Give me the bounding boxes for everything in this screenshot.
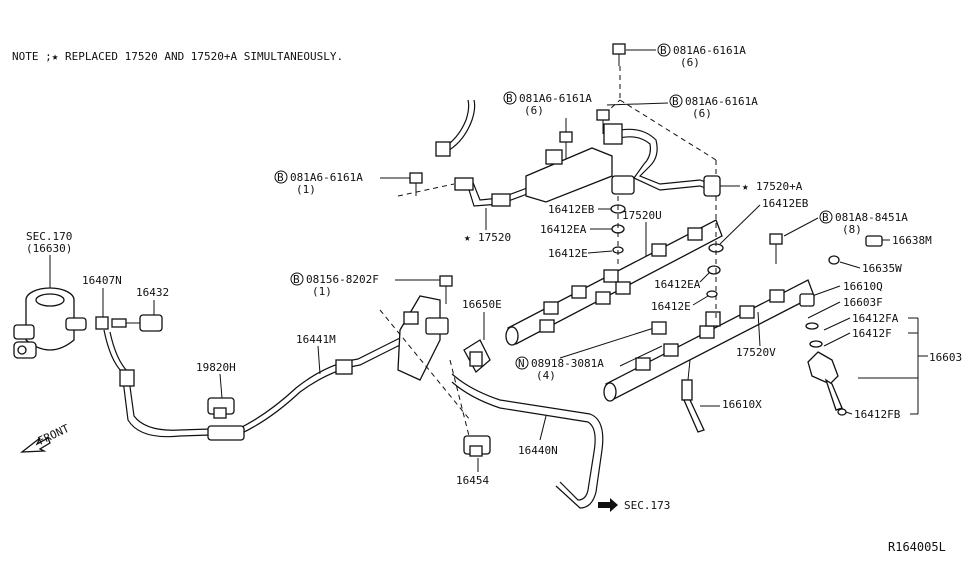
label-16454: 16454 [456, 474, 489, 487]
fuel-pump [13, 287, 87, 359]
bolt-left [409, 172, 423, 196]
diagram-id: R164005L [888, 540, 946, 554]
front-label: FRONT [36, 422, 72, 448]
label-16432: 16432 [136, 286, 169, 299]
star-17520A-icon: ★ [742, 180, 749, 193]
nut-3081A [651, 321, 667, 335]
circle-b-midleft: B [506, 92, 513, 105]
label-16412FB: 16412FB [854, 408, 901, 421]
label-16638M: 16638M [892, 234, 932, 247]
seal-16412E-2 [706, 290, 718, 298]
label-16412FA: 16412FA [852, 312, 899, 325]
label-16412E-2: 16412E [651, 300, 691, 313]
hose-16441M [103, 329, 411, 438]
label-sec170-sub: (16630) [26, 242, 72, 255]
fuel-rail-17520U [505, 219, 723, 346]
connector-16638M [865, 235, 883, 247]
label-16610Q: 16610Q [843, 280, 883, 293]
sec173-arrow-icon [598, 498, 618, 512]
bolt-8451A [769, 233, 783, 264]
circle-b-8451: B [822, 211, 829, 224]
rail-connector [525, 147, 635, 203]
label-17520: 17520 [478, 231, 511, 244]
label-081A6-left-qty: (1) [296, 183, 316, 196]
pipe-17520-fittings [435, 141, 511, 207]
star-17520-icon: ★ [464, 231, 471, 244]
label-19820H: 19820H [196, 361, 236, 374]
circle-b-midright: B [672, 95, 679, 108]
pipe-16440N [451, 373, 604, 509]
bracket [397, 295, 449, 381]
label-16440N: 16440N [518, 444, 558, 457]
label-16407N: 16407N [82, 274, 122, 287]
label-08918-3081A: 08918-3081A [531, 357, 604, 370]
bolt-midright [596, 109, 610, 134]
circle-b-top: B [660, 44, 667, 57]
circle-n-3081: N [518, 357, 525, 370]
pump-fitting [95, 314, 163, 332]
bolt-b-icon [290, 272, 304, 286]
label-16412E-1: 16412E [548, 247, 588, 260]
circle-b-left: B [277, 171, 284, 184]
label-081A8-8451A-qty: (8) [842, 223, 862, 236]
label-081A6-left: 081A6-6161A [290, 171, 363, 184]
label-16412EA-1: 16412EA [540, 223, 587, 236]
label-16441M: 16441M [296, 333, 336, 346]
label-08156-8202F: 08156-8202F [306, 273, 379, 286]
label-16650E: 16650E [462, 298, 502, 311]
label-081A6-midleft: 081A6-6161A [519, 92, 592, 105]
fuel-rail-17520V [603, 279, 815, 402]
label-08156-8202F-qty: (1) [312, 285, 332, 298]
sensor-16610X [681, 379, 705, 433]
label-16603: 16603 [929, 351, 962, 364]
circle-b-8202: B [293, 273, 300, 286]
seal-16412EA-2 [707, 265, 721, 275]
bolt-top [612, 43, 626, 66]
label-081A6-midleft-qty: (6) [524, 104, 544, 117]
bolt-midleft [559, 131, 573, 160]
clip-19820H [207, 397, 235, 419]
label-16412EB-1: 16412EB [548, 203, 595, 216]
label-17520V: 17520V [736, 346, 776, 359]
clip-16454 [463, 435, 491, 457]
label-16412F: 16412F [852, 327, 892, 340]
label-16610X: 16610X [722, 398, 762, 411]
label-16635W: 16635W [862, 262, 902, 275]
pipe-17520A [611, 128, 717, 187]
label-081A8-8451A: 081A8-8451A [835, 211, 908, 224]
label-081A6-midright: 081A6-6161A [685, 95, 758, 108]
label-16603F: 16603F [843, 296, 883, 309]
label-081A6-midright-qty: (6) [692, 107, 712, 120]
injector-16603 [799, 293, 847, 416]
note-text: NOTE ;★ REPLACED 17520 AND 17520+A SIMUL… [12, 50, 343, 63]
label-08918-3081A-qty: (4) [536, 369, 556, 382]
label-sec170: SEC.170 [26, 230, 72, 243]
label-17520U: 17520U [622, 209, 662, 222]
damper-16650E [463, 339, 491, 374]
front-arrow-icon [19, 437, 51, 453]
label-17520A: 17520+A [756, 180, 803, 193]
label-16412EA-2: 16412EA [654, 278, 701, 291]
seal-16635W [828, 255, 840, 265]
bolt-8202F [439, 275, 453, 304]
label-081A6-top-qty: (6) [680, 56, 700, 69]
label-081A6-top: 081A6-6161A [673, 44, 746, 57]
label-16412EB-2: 16412EB [762, 197, 809, 210]
label-sec173: SEC.173 [624, 499, 670, 512]
